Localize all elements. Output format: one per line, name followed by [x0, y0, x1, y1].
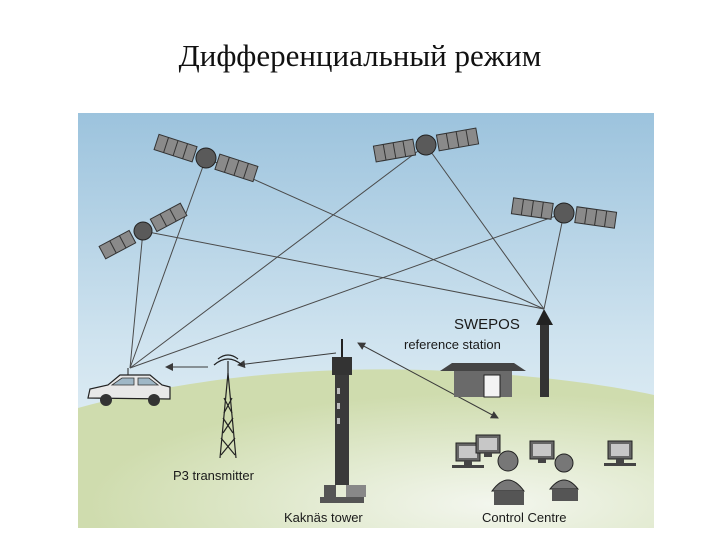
- satellite-icon: [98, 202, 188, 260]
- building-icon: [440, 363, 526, 398]
- transmitter-mast-icon: [213, 354, 243, 459]
- operator-workstation-icon: [452, 434, 525, 505]
- data-link-arrows: [165, 342, 499, 419]
- differential-gps-diagram: SWEPOS reference station P3 transmitter …: [78, 113, 654, 528]
- swepos-label: SWEPOS: [454, 316, 520, 333]
- antenna-arrow-icon: [536, 309, 553, 397]
- reference-station-label: reference station: [404, 337, 501, 352]
- slide-title: Дифференциальный режим: [178, 38, 542, 73]
- satellite-icon: [372, 127, 480, 163]
- car-icon: [87, 368, 171, 406]
- operator-workstation-icon: [604, 440, 636, 466]
- tv-tower-icon: [320, 339, 366, 503]
- operator-workstation-icon: [529, 440, 580, 501]
- satellite-icon: [510, 197, 618, 229]
- kaknas-tower-label: Kaknäs tower: [284, 510, 363, 525]
- p3-transmitter-label: P3 transmitter: [173, 468, 255, 483]
- satellite-icon: [153, 133, 259, 183]
- control-centre-label: Control Centre: [482, 510, 567, 525]
- satellite-signal-lines: [129, 144, 565, 369]
